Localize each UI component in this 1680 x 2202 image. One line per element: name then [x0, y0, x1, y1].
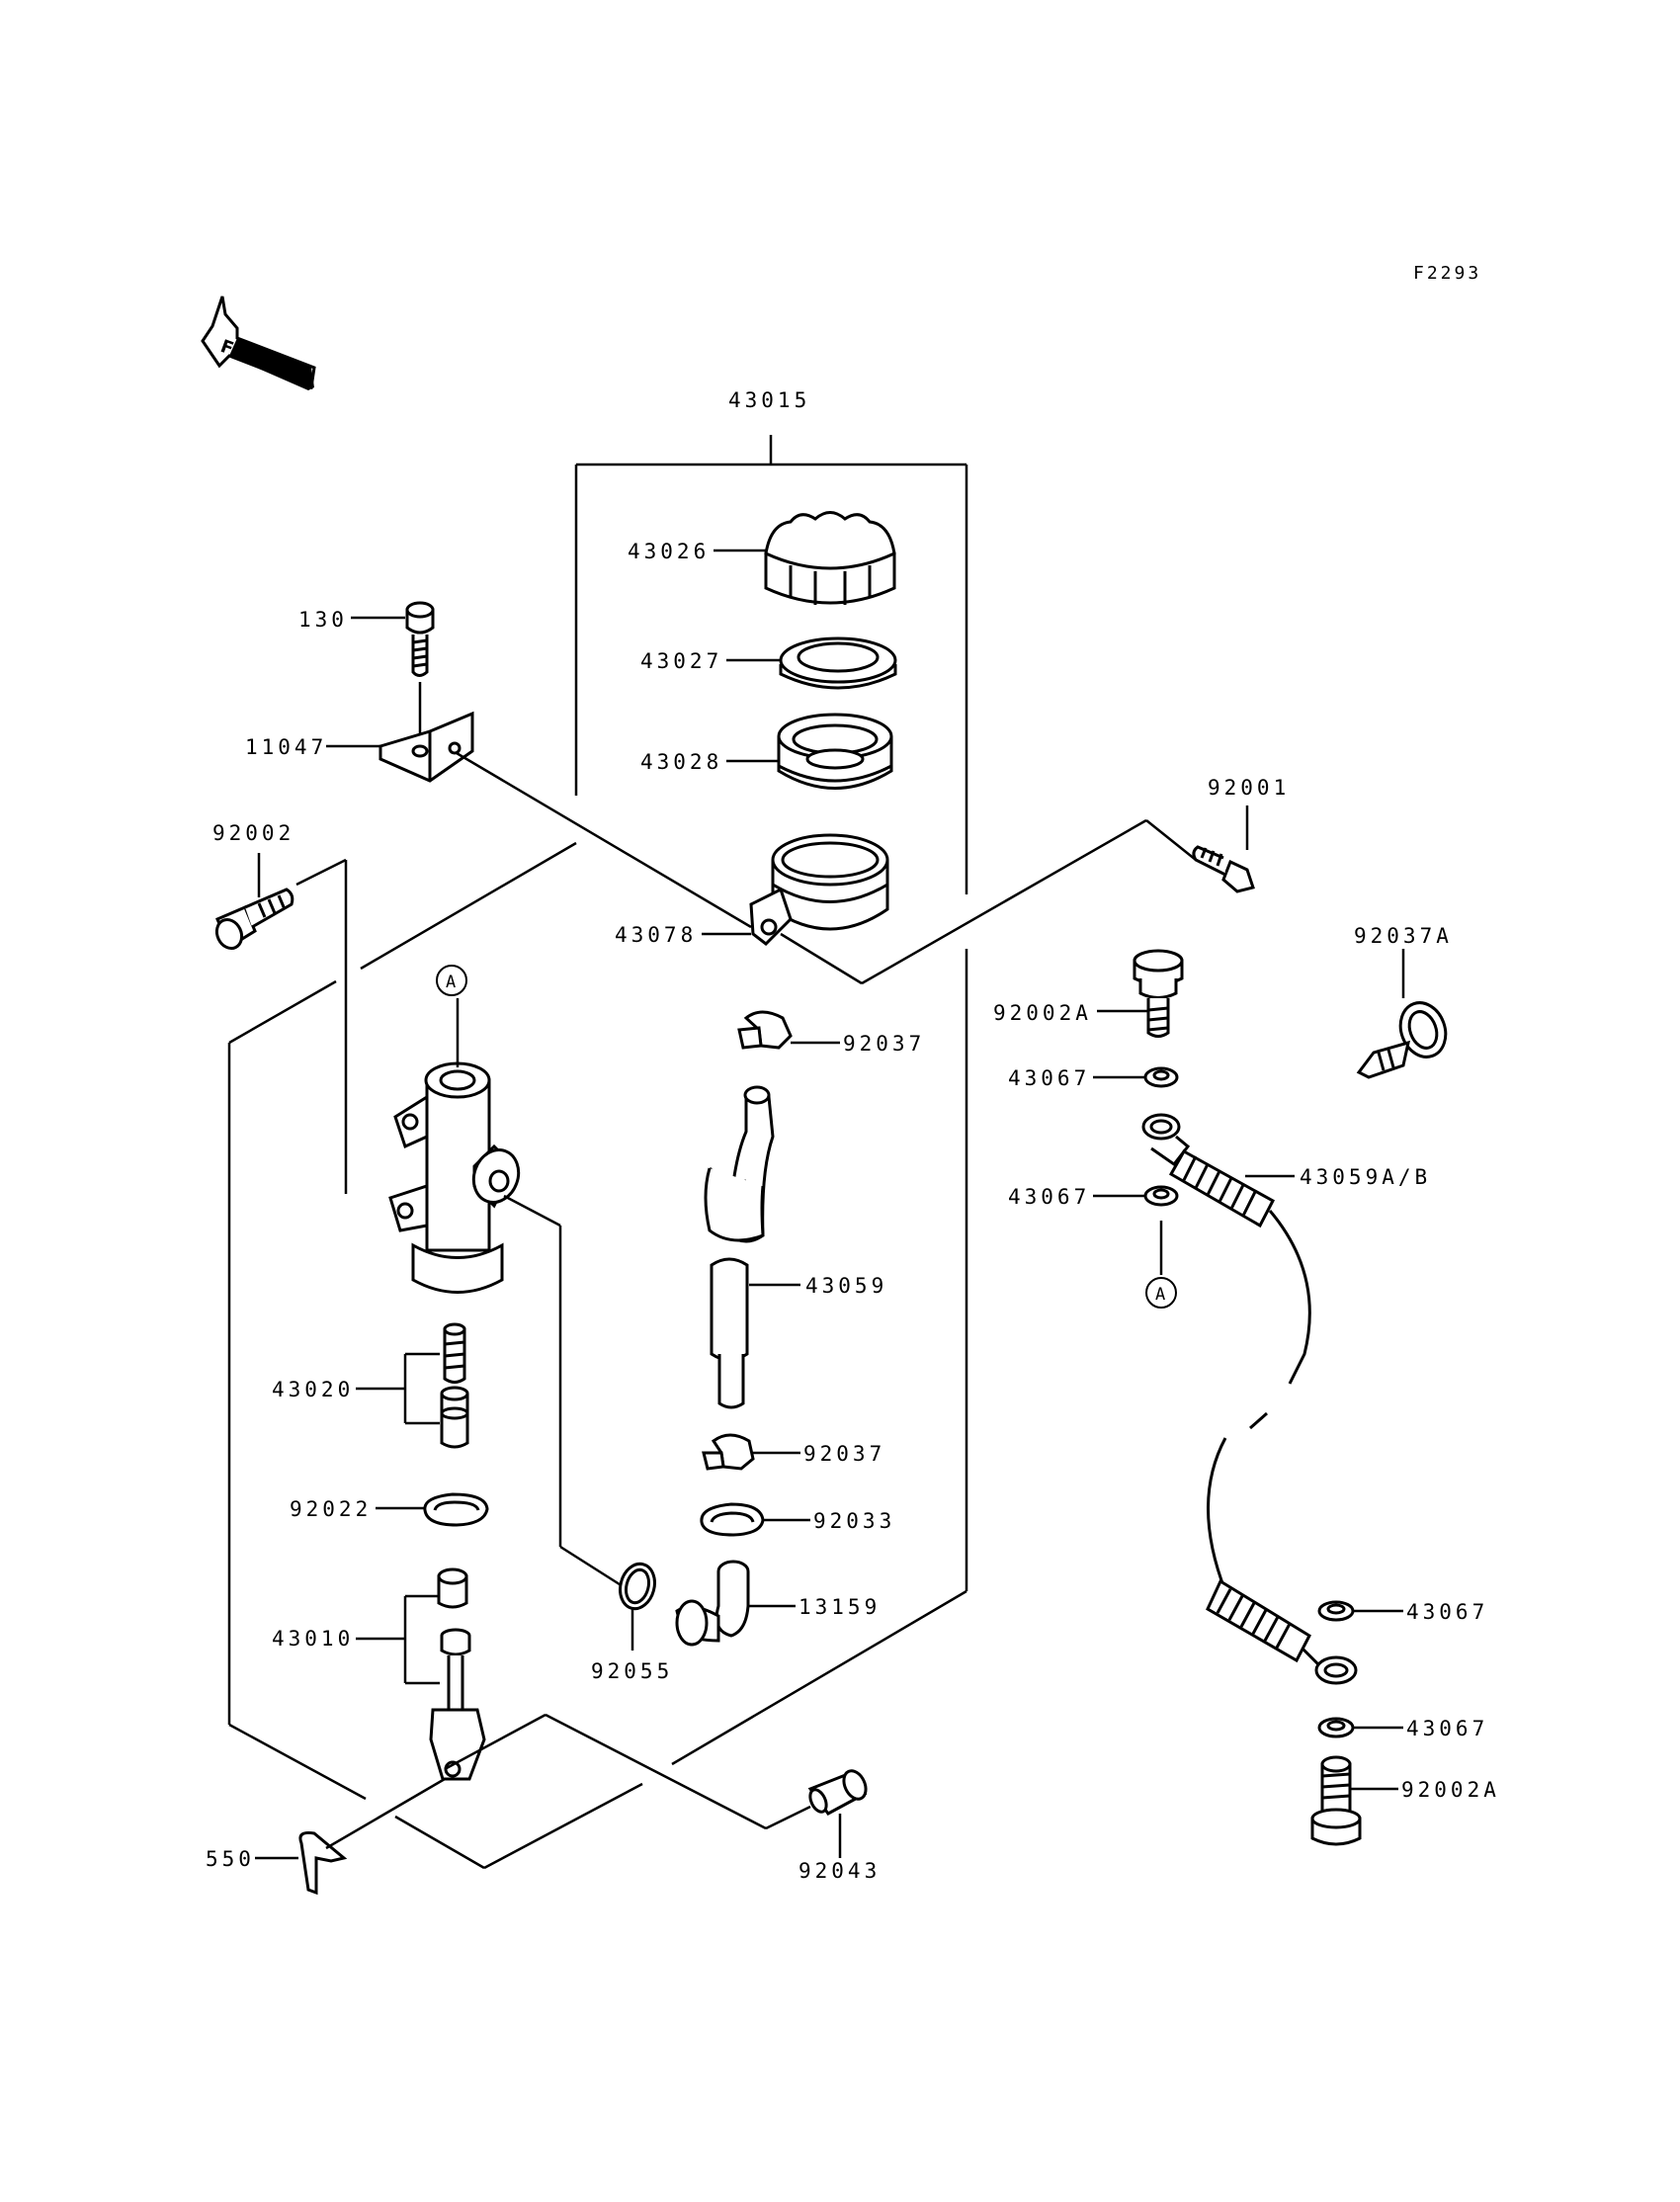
label-43067-b: 43067	[1008, 1185, 1090, 1209]
pushrod-43010	[429, 1567, 486, 1781]
washer-43067-c	[1317, 1600, 1355, 1622]
elbow-fitting-13159	[675, 1560, 750, 1647]
circle-marker-a-right: A	[1145, 1277, 1177, 1309]
hose-clip-92037A	[1356, 1001, 1448, 1079]
circle-marker-a-left: A	[436, 965, 467, 996]
reservoir-43078	[749, 833, 889, 946]
bracket-11047	[378, 711, 474, 783]
diagram-reference: F2293	[1413, 263, 1481, 284]
circlip-92022	[423, 1492, 489, 1527]
label-43067-a: 43067	[1008, 1066, 1090, 1090]
label-11047: 11047	[245, 735, 327, 759]
lower-frame	[227, 841, 643, 1870]
reservoir-hose-43059	[704, 1085, 775, 1409]
label-92037A: 92037A	[1354, 924, 1453, 948]
label-92055: 92055	[591, 1659, 673, 1683]
front-label: FRONT	[217, 336, 294, 381]
label-92037-top: 92037	[843, 1032, 925, 1056]
svg-text:A: A	[1155, 1285, 1165, 1305]
label-92002A-top: 92002A	[993, 1001, 1092, 1025]
label-43027: 43027	[640, 649, 722, 673]
circlip-92033	[700, 1502, 765, 1537]
front-arrow-icon: FRONT	[201, 296, 316, 390]
banjo-bolt-92002A-top	[1133, 949, 1184, 1038]
label-13159: 13159	[798, 1595, 881, 1619]
label-92002: 92002	[212, 821, 294, 845]
label-92022: 92022	[290, 1497, 372, 1521]
master-cylinder-body	[388, 1061, 521, 1294]
label-43067-c: 43067	[1406, 1600, 1488, 1624]
label-43020: 43020	[272, 1378, 354, 1401]
label-43078: 43078	[615, 923, 697, 947]
svg-text:A: A	[446, 973, 456, 992]
piston-set-43020	[440, 1322, 469, 1449]
label-43010: 43010	[272, 1627, 354, 1651]
hose-clip-92037-top	[737, 1010, 793, 1050]
bolt-92002	[214, 888, 294, 951]
label-43067-d: 43067	[1406, 1717, 1488, 1740]
brake-hose-43059AB	[1141, 1113, 1358, 1685]
label-92033: 92033	[813, 1509, 895, 1533]
washer-43067-b	[1143, 1185, 1179, 1207]
o-ring-92055	[619, 1562, 656, 1611]
label-130: 130	[298, 608, 348, 632]
banjo-bolt-92002A-bottom	[1310, 1755, 1362, 1846]
reservoir-cap-43026	[764, 511, 896, 605]
diaphragm-plate-43027	[779, 636, 897, 690]
label-43028: 43028	[640, 750, 722, 774]
label-43059: 43059	[805, 1274, 887, 1298]
label-43059AB: 43059A/B	[1300, 1165, 1431, 1189]
label-43015: 43015	[728, 388, 810, 412]
assembly-bracket-43015	[574, 435, 968, 1766]
bolt-130	[405, 601, 435, 677]
label-43026: 43026	[628, 540, 710, 563]
label-92043: 92043	[798, 1859, 881, 1883]
bolt-92001	[1192, 845, 1255, 893]
washer-43067-a	[1143, 1066, 1179, 1088]
hose-clip-92037-bottom	[702, 1433, 755, 1471]
washer-43067-d	[1317, 1717, 1355, 1738]
cotter-pin-550	[298, 1831, 348, 1896]
clevis-pin-92043	[807, 1769, 868, 1816]
diaphragm-43028	[777, 713, 893, 790]
label-550: 550	[206, 1847, 255, 1871]
label-92037-bottom: 92037	[803, 1442, 885, 1466]
label-92002A-bottom: 92002A	[1401, 1778, 1500, 1802]
label-92001: 92001	[1208, 776, 1290, 800]
